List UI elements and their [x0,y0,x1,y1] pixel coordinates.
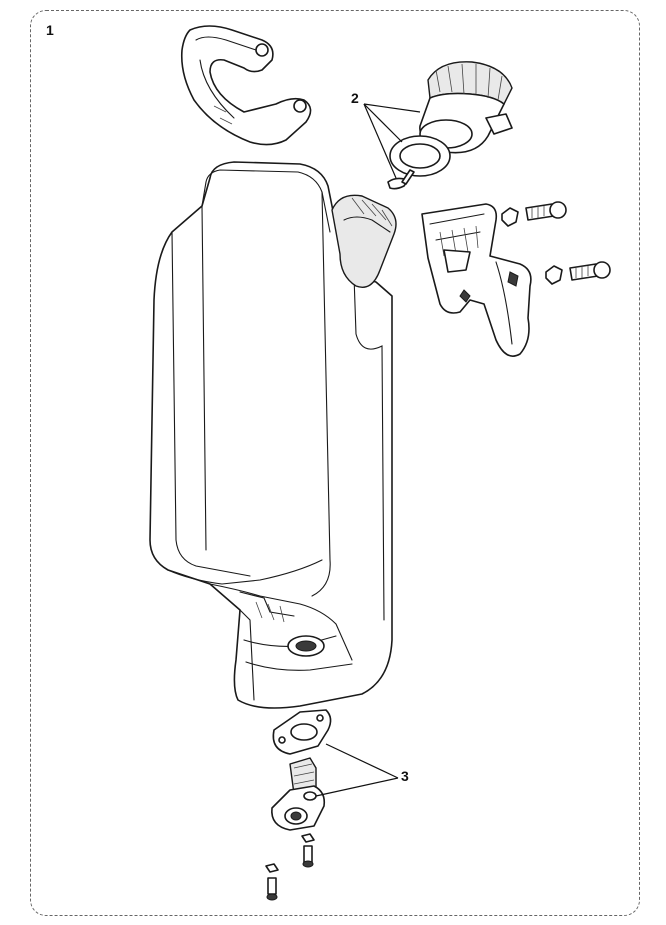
small-screw-drawing [265,833,315,901]
battery-pack-drawing [149,161,393,709]
lock-cylinder-drawing [419,61,513,154]
gasket-ring-drawing [389,135,451,177]
figure-number: 1 [46,22,54,38]
mounting-bracket-drawing [421,203,532,357]
callout-label-2: 2 [351,90,359,106]
callout-label-3: 3 [401,768,409,784]
carry-handle-drawing [180,25,312,146]
pin-drawing [387,169,415,190]
gasket-drawing [272,709,332,755]
diagram-frame [30,10,640,916]
screw-drawing [501,201,611,285]
lock-assembly-drawing [271,757,326,831]
charging-port-drawing [331,194,397,288]
leader-lines [315,103,421,797]
